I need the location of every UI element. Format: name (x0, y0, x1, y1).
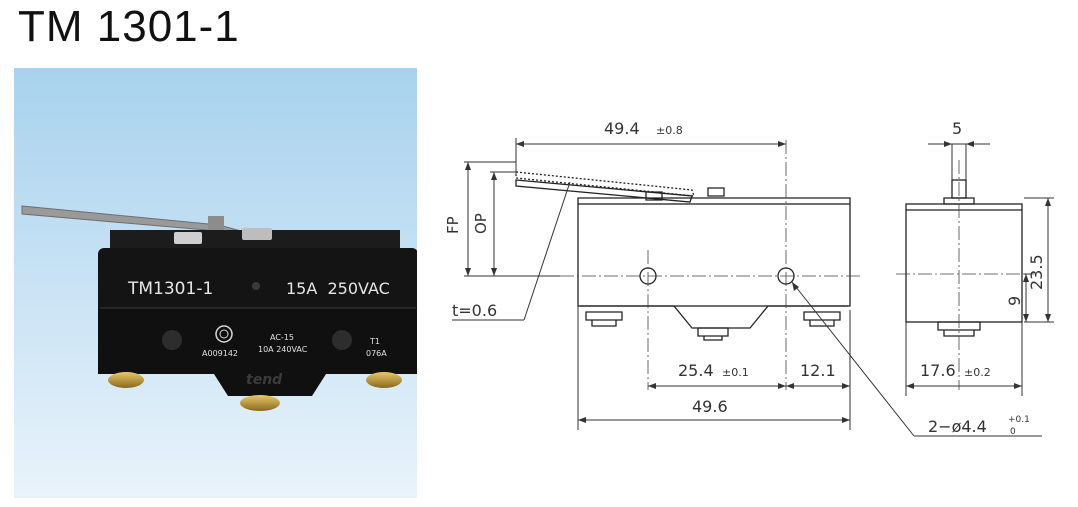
dim-body-width-tol: ±0.2 (964, 366, 991, 379)
mounting-hole-left (162, 330, 182, 350)
dim-hole-spacing: 25.4 (678, 361, 714, 380)
photo-ac-values: 10A 240VAC (258, 345, 308, 354)
dim-holes: 2−ø4.4 (928, 417, 987, 436)
dim-height: 23.5 (1027, 254, 1046, 290)
technical-drawing: 49.4 ±0.8 FP OP t=0.6 25.4 ±0.1 12.1 49.… (444, 119, 1054, 437)
dim-hole-height: 9 (1005, 296, 1024, 306)
ccc-logo-icon (215, 325, 233, 343)
photo-batch-code: 076A (366, 349, 387, 358)
photo-temp-code: T1 (369, 337, 380, 346)
photo-cert-code: A009142 (202, 349, 238, 358)
product-photo: TM1301-1 15A 250VAC A009142 AC-15 10A 24… (14, 68, 417, 498)
photo-rating-text: 15A 250VAC (286, 279, 390, 298)
dim-hole-spacing-tol: ±0.1 (722, 366, 749, 379)
mounting-hole-right (332, 330, 352, 350)
dim-holes-tol-upper: +0.1 (1008, 415, 1030, 425)
dim-fp: FP (444, 216, 462, 234)
indicator-dot (252, 282, 260, 290)
terminal-center (240, 395, 280, 411)
end-view: 5 23.5 9 17.6 ±0.2 (896, 119, 1054, 396)
dim-thickness: t=0.6 (452, 301, 497, 320)
terminal-right (366, 372, 402, 388)
photo-brand-logo: tend (246, 372, 283, 388)
dim-op: OP (472, 213, 490, 234)
terminal-left (108, 372, 144, 388)
dim-lever-length: 49.4 (604, 119, 640, 138)
dim-hole-offset: 12.1 (800, 361, 836, 380)
side-view: 49.4 ±0.8 FP OP t=0.6 25.4 ±0.1 12.1 49.… (444, 119, 1042, 437)
dim-holes-tol-lower: 0 (1010, 427, 1016, 437)
page-title: TM 1301-1 (18, 2, 240, 51)
photo-ac-rating: AC-15 (270, 333, 294, 342)
dim-body-width: 17.6 (920, 361, 956, 380)
dim-lever-tol: ±0.8 (656, 124, 683, 137)
dim-plunger-width: 5 (952, 119, 962, 138)
photo-model-text: TM1301-1 (127, 279, 213, 299)
dim-body-length: 49.6 (692, 397, 728, 416)
